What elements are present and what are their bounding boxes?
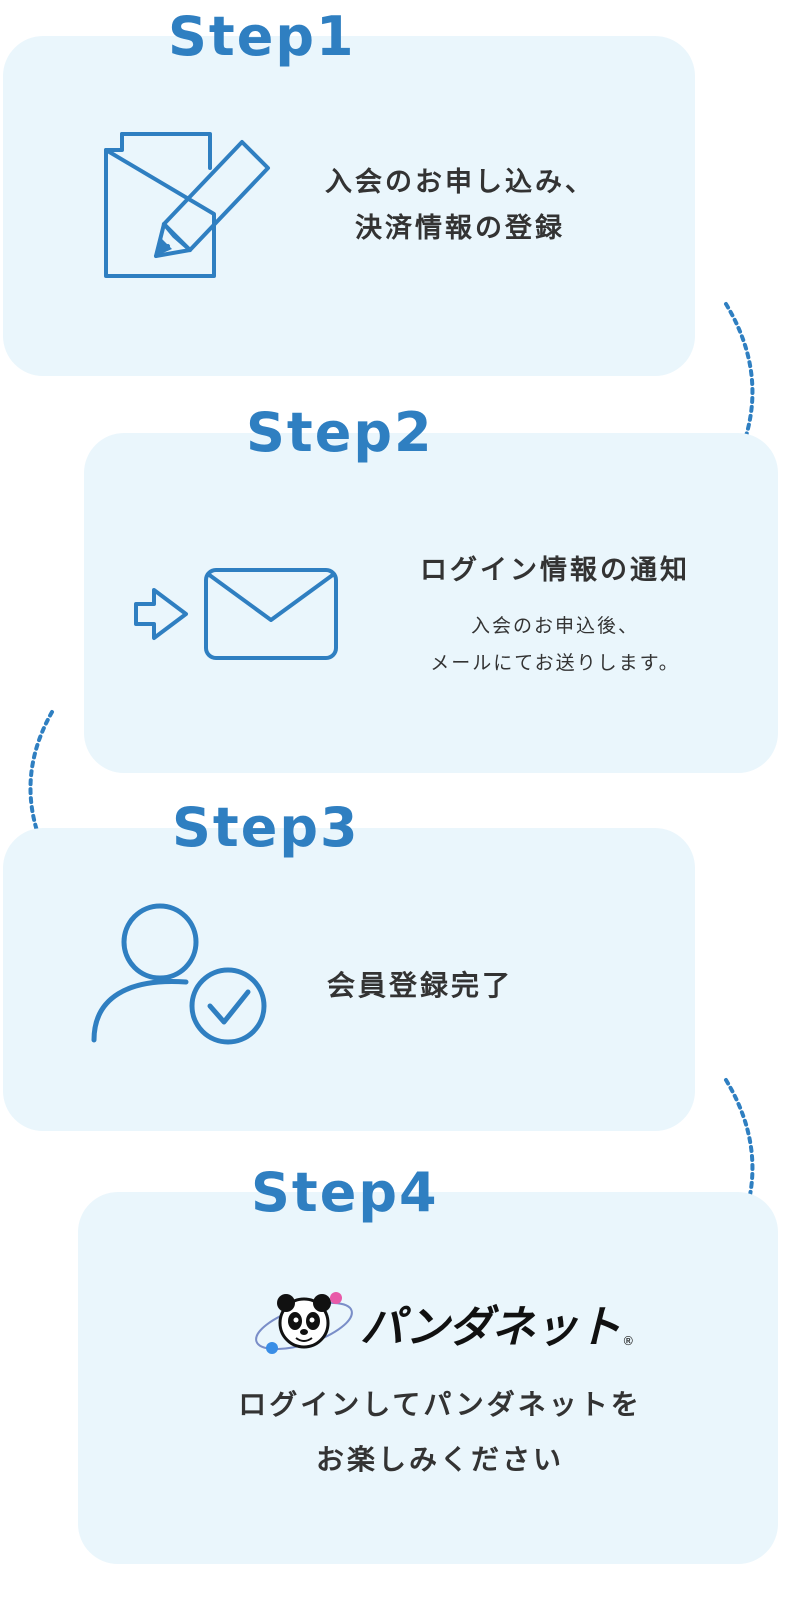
step2-sub-line1: 入会のお申込後、: [470, 615, 639, 637]
step4-title: Step4: [251, 1161, 439, 1224]
step3-text: 会員登録完了: [326, 969, 513, 1002]
step4-card: [78, 1192, 778, 1564]
pandanet-logo-text: パンダネット: [360, 1302, 621, 1353]
panda-icon: [255, 1292, 353, 1354]
step4-text: ログインしてパンダネットを お楽しみください: [220, 1378, 660, 1487]
step2-title: Step2: [246, 401, 434, 464]
step2-sub-line2: メールにてお送りします。: [430, 652, 680, 675]
step1-line2: 決済情報の登録: [355, 212, 565, 244]
pandanet-logo: パンダネット ®: [250, 1290, 634, 1356]
mail-send-icon: [134, 568, 338, 660]
step1-title: Step1: [168, 5, 356, 68]
step4-line1: ログインしてパンダネットを: [238, 1388, 642, 1421]
registered-mark: ®: [622, 1334, 635, 1348]
document-edit-icon: [104, 132, 270, 278]
step3-card: [3, 828, 695, 1131]
user-check-icon: [91, 903, 267, 1045]
step2-heading: ログイン情報の通知: [420, 555, 690, 586]
step1-text: 入会のお申し込み、 決済情報の登録: [300, 160, 620, 252]
step1-line1: 入会のお申し込み、: [325, 167, 595, 198]
step4-line2: お楽しみください: [315, 1442, 564, 1476]
step2-subtext: 入会のお申込後、 メールにてお送りします。: [390, 608, 720, 682]
step1-card: [3, 36, 695, 376]
step2-card: [84, 433, 778, 773]
step3-title: Step3: [172, 796, 360, 859]
